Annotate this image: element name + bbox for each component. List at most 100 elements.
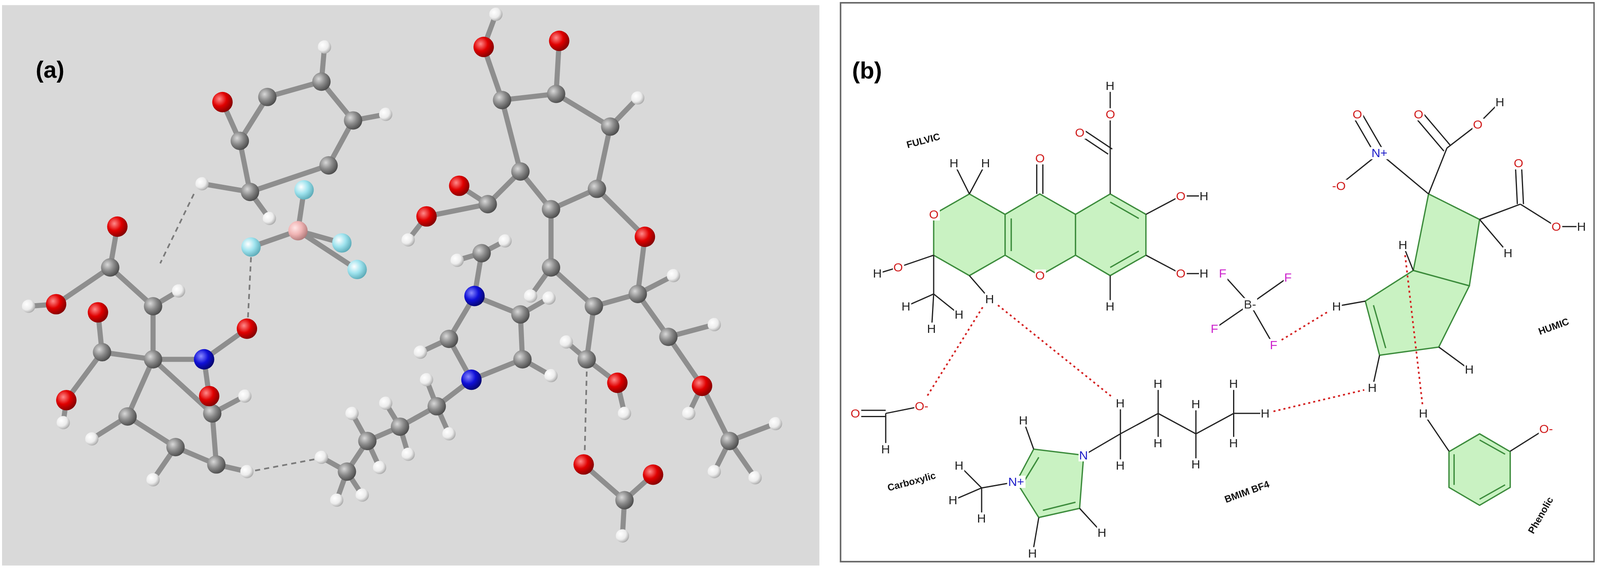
hydrogen-label: H [1331,299,1343,313]
atom-ball [600,117,620,136]
atom-ball [294,180,315,200]
ring-outline [1075,194,1146,276]
atom-ball [357,431,377,450]
hydrogen-label: H [953,459,965,472]
atom-ball [195,176,209,191]
atom-ball [379,396,393,410]
atom-ball [203,403,222,423]
atom-ball [630,91,645,105]
oxygen-label: O- [913,399,930,413]
nitrogen-atoms [194,285,485,390]
hydrogen-label: H [1259,407,1271,420]
oxygen-label: O [1351,108,1363,121]
oxygen-label: O [1512,157,1525,170]
hydrogen-label: H [980,157,991,170]
atom-ball [56,415,70,430]
atom-ball [21,299,36,313]
hydrogen-label: H [1228,377,1240,390]
atom-ball [523,289,538,303]
panel-letter: (b) [851,58,882,83]
atom-ball [337,462,356,481]
ring-outline [1005,194,1076,276]
atom-ball [615,529,630,543]
hydrogen-label: H [948,157,960,170]
atom-ball [240,182,260,201]
atom-ball [442,427,456,441]
hydrogen-label: H [1366,381,1378,394]
atom-ball [144,296,163,316]
atom-ball [207,455,226,474]
nitrogen-label: N [1078,449,1090,462]
fluorine-label: F [1268,338,1279,352]
hydrogen-label: H [1017,414,1029,427]
atom-ball [691,375,713,396]
boron-atom [288,220,308,241]
hydrogen-label: H [947,493,959,507]
atom-ball [449,175,470,196]
atom-ball [748,471,762,485]
atom-ball [118,407,137,426]
fluorine-label: F [1209,322,1220,335]
hydrogen-label: H [1152,436,1164,450]
oxygen-label: O [892,261,904,274]
oxygen-label: O [1174,189,1187,203]
atom-ball [92,342,112,362]
oxygen-label: O [1550,220,1562,233]
molecule-name: HUMIC [1535,316,1571,337]
atom-ball [317,40,332,54]
atom-ball [288,220,308,241]
carbon-atoms [92,72,739,510]
atom-ball [472,243,491,262]
ring-outline [1449,433,1511,506]
atom-ball [345,406,359,421]
ring-outline [1413,194,1480,286]
atom-ball [194,349,215,370]
atom-ball [634,226,655,247]
hydrogen-label: H [1494,96,1506,109]
atom-ball [573,454,594,475]
hydrogen-label: H [925,322,937,335]
hydrogen-label: H [1575,220,1587,233]
nitrogen-label: N+ [1007,475,1026,488]
atom-ball [427,397,446,416]
single-bonds [855,85,1582,554]
atom-ball [544,368,558,383]
hydrogen-label: H [1417,407,1429,420]
hydrogen-label: H [1502,246,1514,260]
hydrogen-label: H [1198,267,1210,280]
molecule-name: Carboxylic [884,469,938,493]
atom-ball [329,493,344,507]
atom-ball [56,389,77,411]
atom-ball [473,36,494,57]
atom-ball [390,417,410,436]
atom-ball [606,372,628,393]
oxygen-label: O [927,208,940,221]
atom-ball [312,72,331,91]
atom-ball [659,327,678,346]
oxygen-label: O [1073,126,1086,139]
oxygen-label: O- [1538,422,1554,435]
atom-ball [343,111,363,130]
atom-ball [498,234,512,248]
atom-ball [511,305,530,324]
hydrogen-label: H [1096,526,1108,539]
hydrogen-label: H [1198,189,1210,203]
atom-ball [464,285,485,306]
hydrogen-label: H [1190,458,1202,471]
model-panel: (a) [2,5,820,566]
atom-ball [513,349,532,369]
hydrogen-label: H [953,308,965,321]
atom-ball [45,293,67,315]
atom-ball [319,156,338,175]
atom-ball [493,90,512,110]
atom-ball [461,369,482,390]
oxygen-label: O [1412,108,1425,121]
atom-ball [172,284,186,298]
atom-ball [241,237,261,257]
hydrogen-label: H [1190,397,1202,411]
atom-ball [236,318,258,339]
atom-ball [577,349,596,369]
atom-ball [106,216,128,237]
hydrogen-label: H [975,512,987,525]
